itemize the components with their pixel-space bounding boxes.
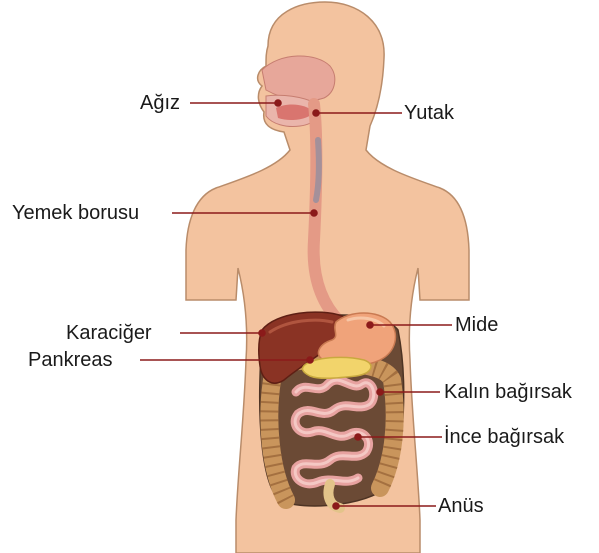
leader-dot-liver: [259, 330, 265, 336]
leader-dot-pharynx: [313, 110, 319, 116]
label-pharynx: Yutak: [404, 102, 454, 124]
leader-dot-mouth: [275, 100, 281, 106]
label-mouth: Ağız: [140, 92, 180, 114]
leader-dot-anus: [333, 503, 339, 509]
label-anus: Anüs: [438, 495, 484, 517]
leader-dot-stomach: [367, 322, 373, 328]
label-liver: Karaciğer: [66, 322, 152, 344]
leader-dot-pancreas: [307, 357, 313, 363]
label-esophagus: Yemek borusu: [12, 202, 139, 224]
label-small-intestine: İnce bağırsak: [444, 426, 564, 448]
label-stomach: Mide: [455, 314, 498, 336]
esophagus-shadow: [316, 140, 319, 200]
leader-dot-small-intestine: [355, 434, 361, 440]
label-pancreas: Pankreas: [28, 349, 113, 371]
leader-dot-esophagus: [311, 210, 317, 216]
label-large-intestine: Kalın bağırsak: [444, 381, 572, 403]
leader-dot-large-intestine: [377, 389, 383, 395]
